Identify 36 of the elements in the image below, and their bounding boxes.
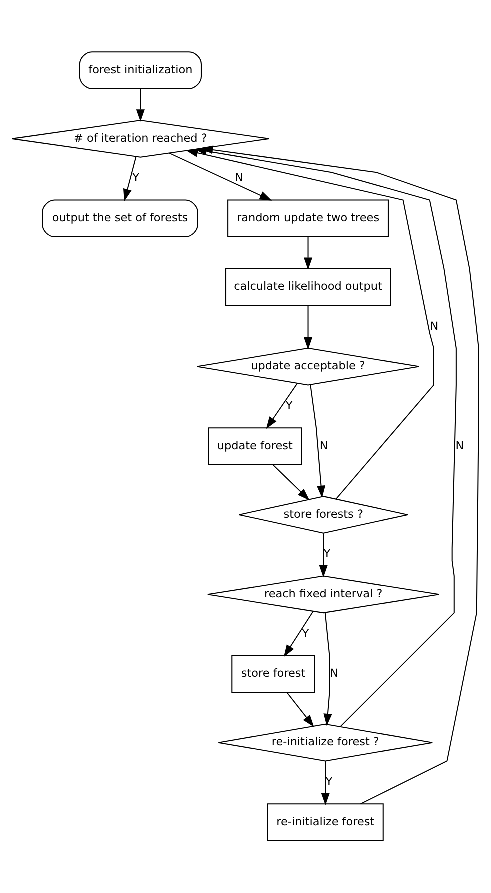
arrow (272, 464, 310, 501)
edge-label: N (456, 439, 464, 452)
node-box: forest initialization (79, 52, 202, 90)
edge-label: Y (302, 627, 310, 640)
arrow (321, 761, 330, 806)
node-box: random update two trees (228, 200, 389, 238)
arrow (169, 152, 272, 201)
arrow (136, 88, 145, 122)
node-box: calculate likelihood output (226, 268, 392, 306)
arrow (304, 306, 313, 350)
edge-label: N (430, 320, 439, 333)
node-diamond: re-initialize forest ? (218, 724, 434, 762)
node-box: re-initialize forest (267, 804, 384, 842)
node-diamond: reach fixed interval ? (207, 576, 440, 614)
arrow (186, 148, 434, 500)
edge-label: Y (286, 400, 293, 413)
arrow (319, 534, 328, 578)
edge-label: N (320, 439, 328, 452)
arrow (310, 384, 326, 498)
arrow (266, 383, 298, 430)
node-box: store forest (232, 655, 316, 694)
edge-label: N (330, 667, 339, 680)
arrow (286, 692, 314, 728)
arrow (123, 156, 137, 202)
node-box: output the set of forests (42, 200, 198, 238)
node-box: update forest (208, 428, 302, 466)
arrow (200, 146, 480, 805)
node-diamond: store forests ? (238, 496, 408, 534)
arrow (284, 612, 314, 658)
node-diamond: update acceptable ? (196, 348, 420, 386)
arrow (324, 612, 332, 726)
arrow (304, 237, 313, 270)
edge-label: Y (326, 776, 333, 789)
edge-label: N (235, 172, 244, 185)
edge-label: Y (324, 548, 331, 561)
edge-label: Y (132, 172, 140, 185)
